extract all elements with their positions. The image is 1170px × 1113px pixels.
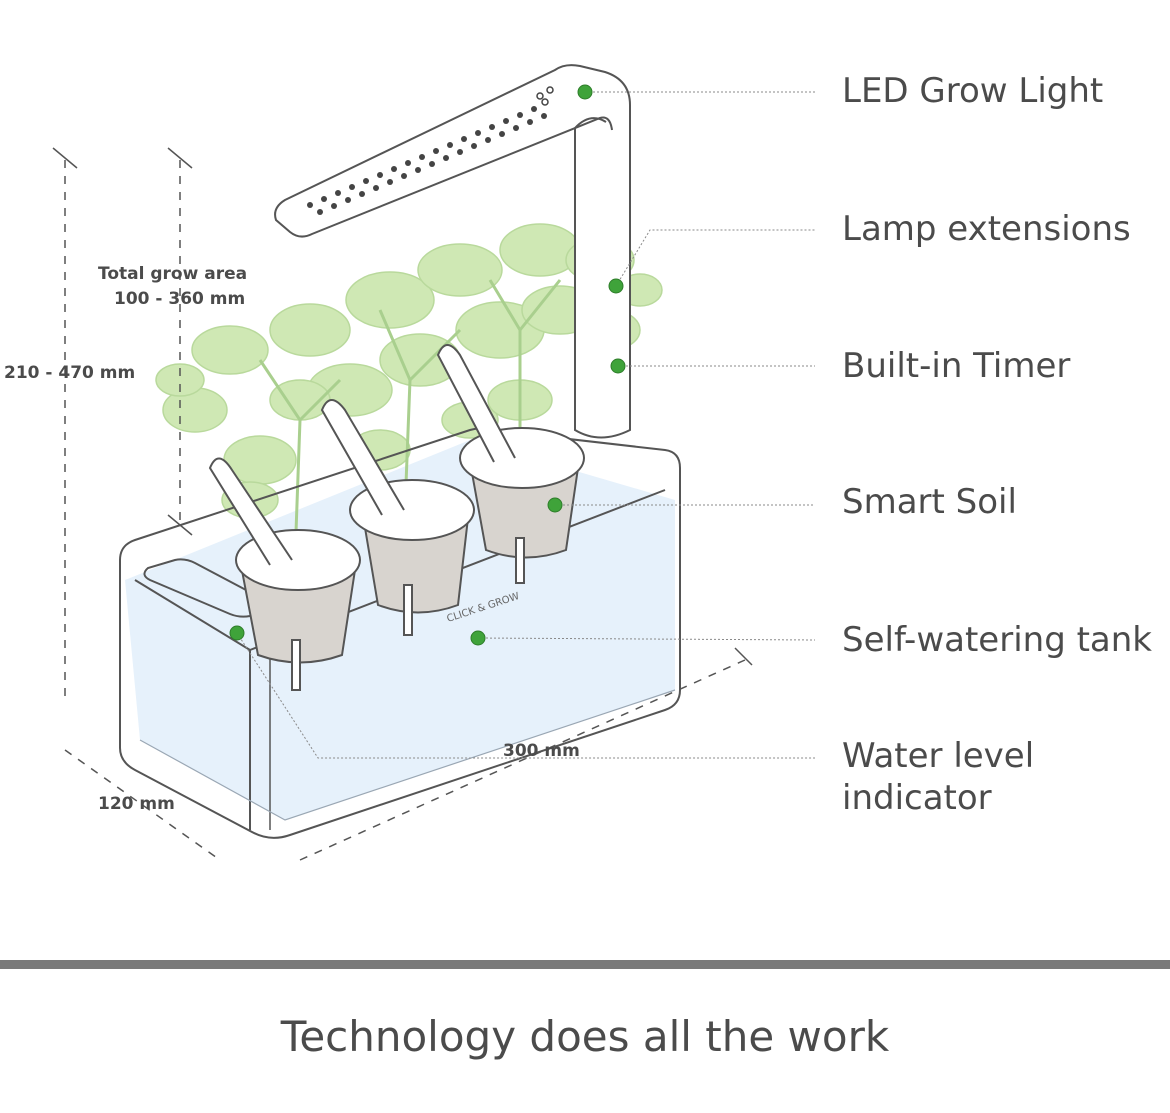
callout-dot-soil: [547, 497, 563, 513]
callout-dot-extensions: [608, 278, 624, 294]
led-grow-light: [274, 64, 631, 439]
grow-pods: [208, 344, 585, 691]
label-water-level-indicator: Water level indicator: [842, 736, 1035, 818]
callout-leaders: [236, 91, 816, 759]
height-range: 210 - 470 mm: [4, 363, 136, 383]
section-divider: [0, 960, 1170, 969]
length-dimension: 300 mm: [503, 741, 580, 761]
smart-garden-diagram: CLICK & GROW: [52, 64, 816, 861]
label-self-watering-tank: Self-watering tank: [842, 620, 1152, 660]
label-lamp-extensions: Lamp extensions: [842, 209, 1131, 249]
lamp-perforations: [307, 86, 554, 215]
callout-dot-timer: [610, 358, 626, 374]
grow-area-range: 100 - 360 mm: [114, 289, 246, 309]
callout-dot-led: [577, 84, 593, 100]
callout-dots: [229, 84, 626, 646]
grow-area-title: Total grow area: [98, 264, 248, 284]
label-built-in-timer: Built-in Timer: [842, 346, 1071, 386]
callout-dot-tank: [470, 630, 486, 646]
dimension-lines: [52, 147, 753, 861]
label-led-grow-light: LED Grow Light: [842, 71, 1104, 111]
callout-dot-water-level: [229, 625, 245, 641]
depth-dimension: 120 mm: [98, 794, 175, 814]
label-smart-soil: Smart Soil: [842, 482, 1017, 522]
plant-stems: [258, 279, 562, 561]
footer-title: Technology does all the work: [280, 1012, 890, 1061]
